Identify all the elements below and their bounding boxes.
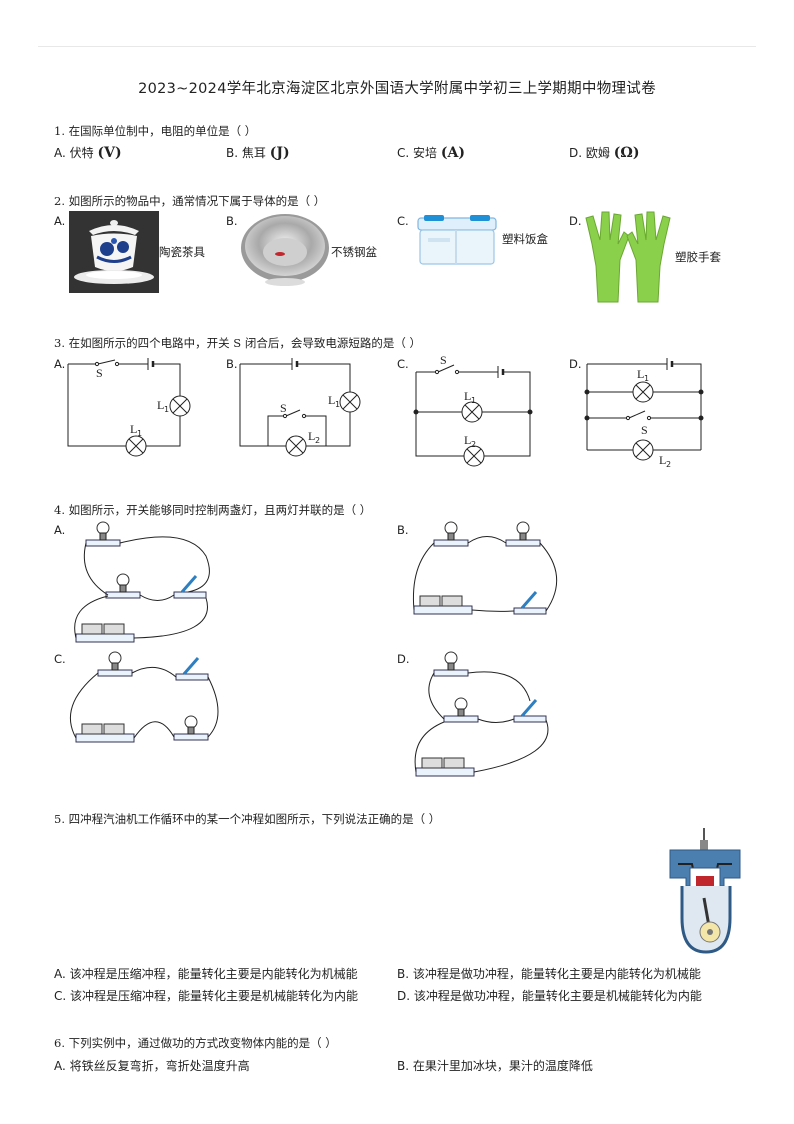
wiring-diagram-b <box>412 521 558 615</box>
q5-option-b[interactable]: B. 该冲程是做功冲程，能量转化主要是内能转化为机械能 <box>397 967 701 981</box>
plastic-lunchbox-image <box>417 215 497 265</box>
q6-option-a[interactable]: A. 将铁丝反复弯折，弯折处温度升高 <box>54 1059 250 1073</box>
rubber-glove-image <box>585 211 671 303</box>
svg-text:S: S <box>641 423 648 437</box>
svg-text:L: L <box>637 367 644 381</box>
q3-letter-a[interactable]: A. <box>54 357 66 371</box>
q2-letter-c[interactable]: C. <box>397 214 409 228</box>
q5-stem: 5. 四冲程汽油机工作循环中的某一个冲程如图所示，下列说法正确的是（ ） <box>54 812 441 826</box>
page-title: 2023~2024学年北京海淀区北京外国语大学附属中学初三上学期期中物理试卷 <box>138 81 656 97</box>
svg-text:L: L <box>328 393 335 407</box>
q2-stem: 2. 如图所示的物品中，通常情况下属于导体的是（ ） <box>54 194 326 208</box>
q4-stem: 4. 如图所示，开关能够同时控制两盏灯，且两灯并联的是（ ） <box>54 503 372 517</box>
q4-letter-a[interactable]: A. <box>54 523 66 537</box>
label-s: S <box>96 366 103 380</box>
q5-option-c[interactable]: C. 该冲程是压缩冲程，能量转化主要是机械能转化为内能 <box>54 989 359 1003</box>
svg-text:1: 1 <box>137 429 142 438</box>
q1-stem: 1. 在国际单位制中，电阻的单位是（ ） <box>54 124 257 138</box>
q1-option-d[interactable]: D. 欧姆 (Ω) <box>569 145 640 161</box>
svg-text:2: 2 <box>666 460 671 469</box>
wiring-diagram-a <box>74 521 210 643</box>
svg-text:L: L <box>308 429 315 443</box>
q2-caption-b: 不锈钢盆 <box>331 245 377 259</box>
svg-text:L: L <box>157 398 164 412</box>
q2-letter-d[interactable]: D. <box>569 214 582 228</box>
q1-option-c[interactable]: C. 安培 (A) <box>397 145 465 161</box>
q1-option-a[interactable]: A. 伏特 (V) <box>54 145 122 161</box>
svg-text:1: 1 <box>164 405 169 414</box>
q6-option-b[interactable]: B. 在果汁里加冰块，果汁的温度降低 <box>397 1059 593 1073</box>
q3-letter-c[interactable]: C. <box>397 357 409 371</box>
teacup-image <box>69 211 159 293</box>
q2-letter-a[interactable]: A. <box>54 214 66 228</box>
q4-letter-b[interactable]: B. <box>397 523 409 537</box>
svg-text:1: 1 <box>471 396 476 405</box>
wiring-diagram-c <box>69 651 219 743</box>
steel-bowl-image <box>241 214 329 286</box>
header-rule <box>38 46 756 47</box>
wiring-diagram-d <box>414 651 549 777</box>
q4-letter-d[interactable]: D. <box>397 652 410 666</box>
svg-text:S: S <box>280 401 287 415</box>
q2-letter-b[interactable]: B. <box>226 214 238 228</box>
engine-diagram <box>669 828 741 954</box>
q6-stem: 6. 下列实例中，通过做功的方式改变物体内能的是（ ） <box>54 1036 337 1050</box>
svg-text:L: L <box>464 433 471 447</box>
svg-text:L: L <box>659 453 666 467</box>
q5-option-a[interactable]: A. 该冲程是压缩冲程，能量转化主要是内能转化为机械能 <box>54 967 358 981</box>
svg-text:1: 1 <box>644 374 649 383</box>
svg-text:2: 2 <box>471 440 476 449</box>
svg-text:2: 2 <box>315 436 320 445</box>
q3-letter-b[interactable]: B. <box>226 357 238 371</box>
q2-caption-a: 陶瓷茶具 <box>159 245 205 259</box>
svg-text:S: S <box>440 353 447 367</box>
svg-text:L: L <box>464 389 471 403</box>
q1-option-b[interactable]: B. 焦耳 (J) <box>226 145 290 161</box>
q3-letter-d[interactable]: D. <box>569 357 582 371</box>
svg-text:L: L <box>130 422 137 436</box>
q2-caption-c: 塑料饭盒 <box>502 232 548 246</box>
q3-stem: 3. 在如图所示的四个电路中，开关 S 闭合后，会导致电源短路的是（ ） <box>54 336 421 350</box>
q5-option-d[interactable]: D. 该冲程是做功冲程，能量转化主要是机械能转化为内能 <box>397 989 702 1003</box>
q2-caption-d: 塑胶手套 <box>675 250 721 264</box>
svg-text:1: 1 <box>335 400 340 409</box>
q4-letter-c[interactable]: C. <box>54 652 66 666</box>
